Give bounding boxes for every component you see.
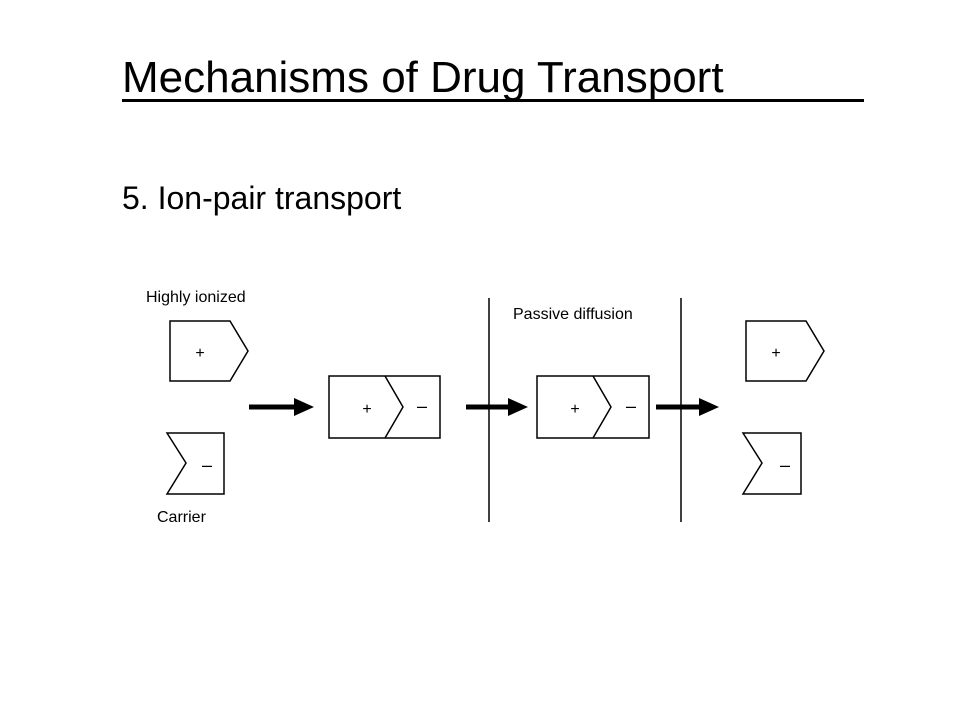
arrow-out-of-membrane <box>656 398 719 416</box>
ion-pair-complex-membrane: + – <box>536 375 650 439</box>
slide-subtitle: 5. Ion-pair transport <box>122 180 402 216</box>
plus-sign: + <box>771 345 780 362</box>
title-underline <box>122 99 864 102</box>
carrier-label: Carrier <box>157 509 206 526</box>
slide-title: Mechanisms of Drug Transport <box>122 53 724 102</box>
arrow-to-ion-pair <box>249 398 314 416</box>
minus-sign: – <box>202 455 212 475</box>
minus-sign: – <box>626 396 636 416</box>
arrow-into-membrane <box>466 398 528 416</box>
carrier-anion-left: – <box>165 432 225 495</box>
drug-cation-right: + <box>745 320 825 382</box>
minus-sign: – <box>417 396 427 416</box>
minus-sign: – <box>780 455 790 475</box>
drug-cation-left: + <box>169 320 249 382</box>
plus-sign: + <box>195 345 204 362</box>
carrier-anion-right: – <box>741 432 802 495</box>
highly-ionized-label: Highly ionized <box>146 289 246 306</box>
ion-pair-complex-outside: + – <box>328 375 441 439</box>
plus-sign: + <box>570 401 579 418</box>
plus-sign: + <box>362 401 371 418</box>
passive-diffusion-label: Passive diffusion <box>513 306 633 323</box>
